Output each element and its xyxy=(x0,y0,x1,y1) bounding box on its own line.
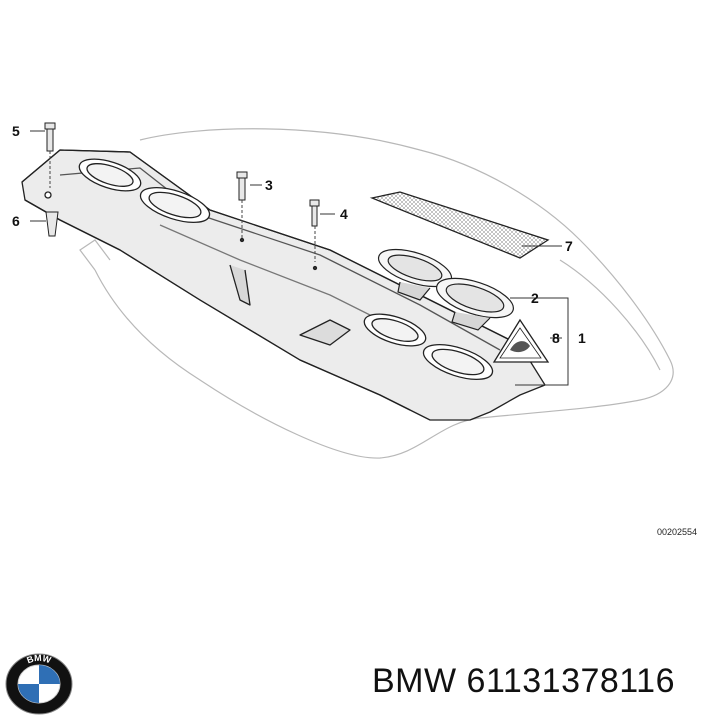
car-body-outline xyxy=(79,128,674,459)
speaker-pair xyxy=(377,248,514,331)
callout-6: 6 xyxy=(12,213,20,229)
bmw-roundel-icon: BMW xyxy=(5,653,73,715)
bmw-logo: BMW xyxy=(4,652,74,716)
warning-label xyxy=(492,318,550,363)
part-caption: BMW 61131378116 xyxy=(372,662,675,701)
part-number: 61131378116 xyxy=(466,662,676,700)
screw-5 xyxy=(44,122,56,188)
drawing-code: 00202554 xyxy=(657,527,698,537)
brand-name: BMW xyxy=(372,662,457,700)
parcel-shelf xyxy=(21,149,546,421)
speaker-grille xyxy=(369,191,550,259)
clip-6 xyxy=(45,211,59,237)
callout-2: 2 xyxy=(531,290,539,306)
leader-lines xyxy=(30,130,569,386)
callout-7: 7 xyxy=(565,238,573,254)
screw-4 xyxy=(309,199,320,262)
callout-8: 8 xyxy=(552,330,560,346)
callout-5: 5 xyxy=(12,123,20,139)
callout-1: 1 xyxy=(578,330,586,346)
screw-3 xyxy=(236,171,248,240)
callout-3: 3 xyxy=(265,177,273,193)
callout-4: 4 xyxy=(340,206,348,222)
logo-lettering: BMW xyxy=(25,653,52,666)
